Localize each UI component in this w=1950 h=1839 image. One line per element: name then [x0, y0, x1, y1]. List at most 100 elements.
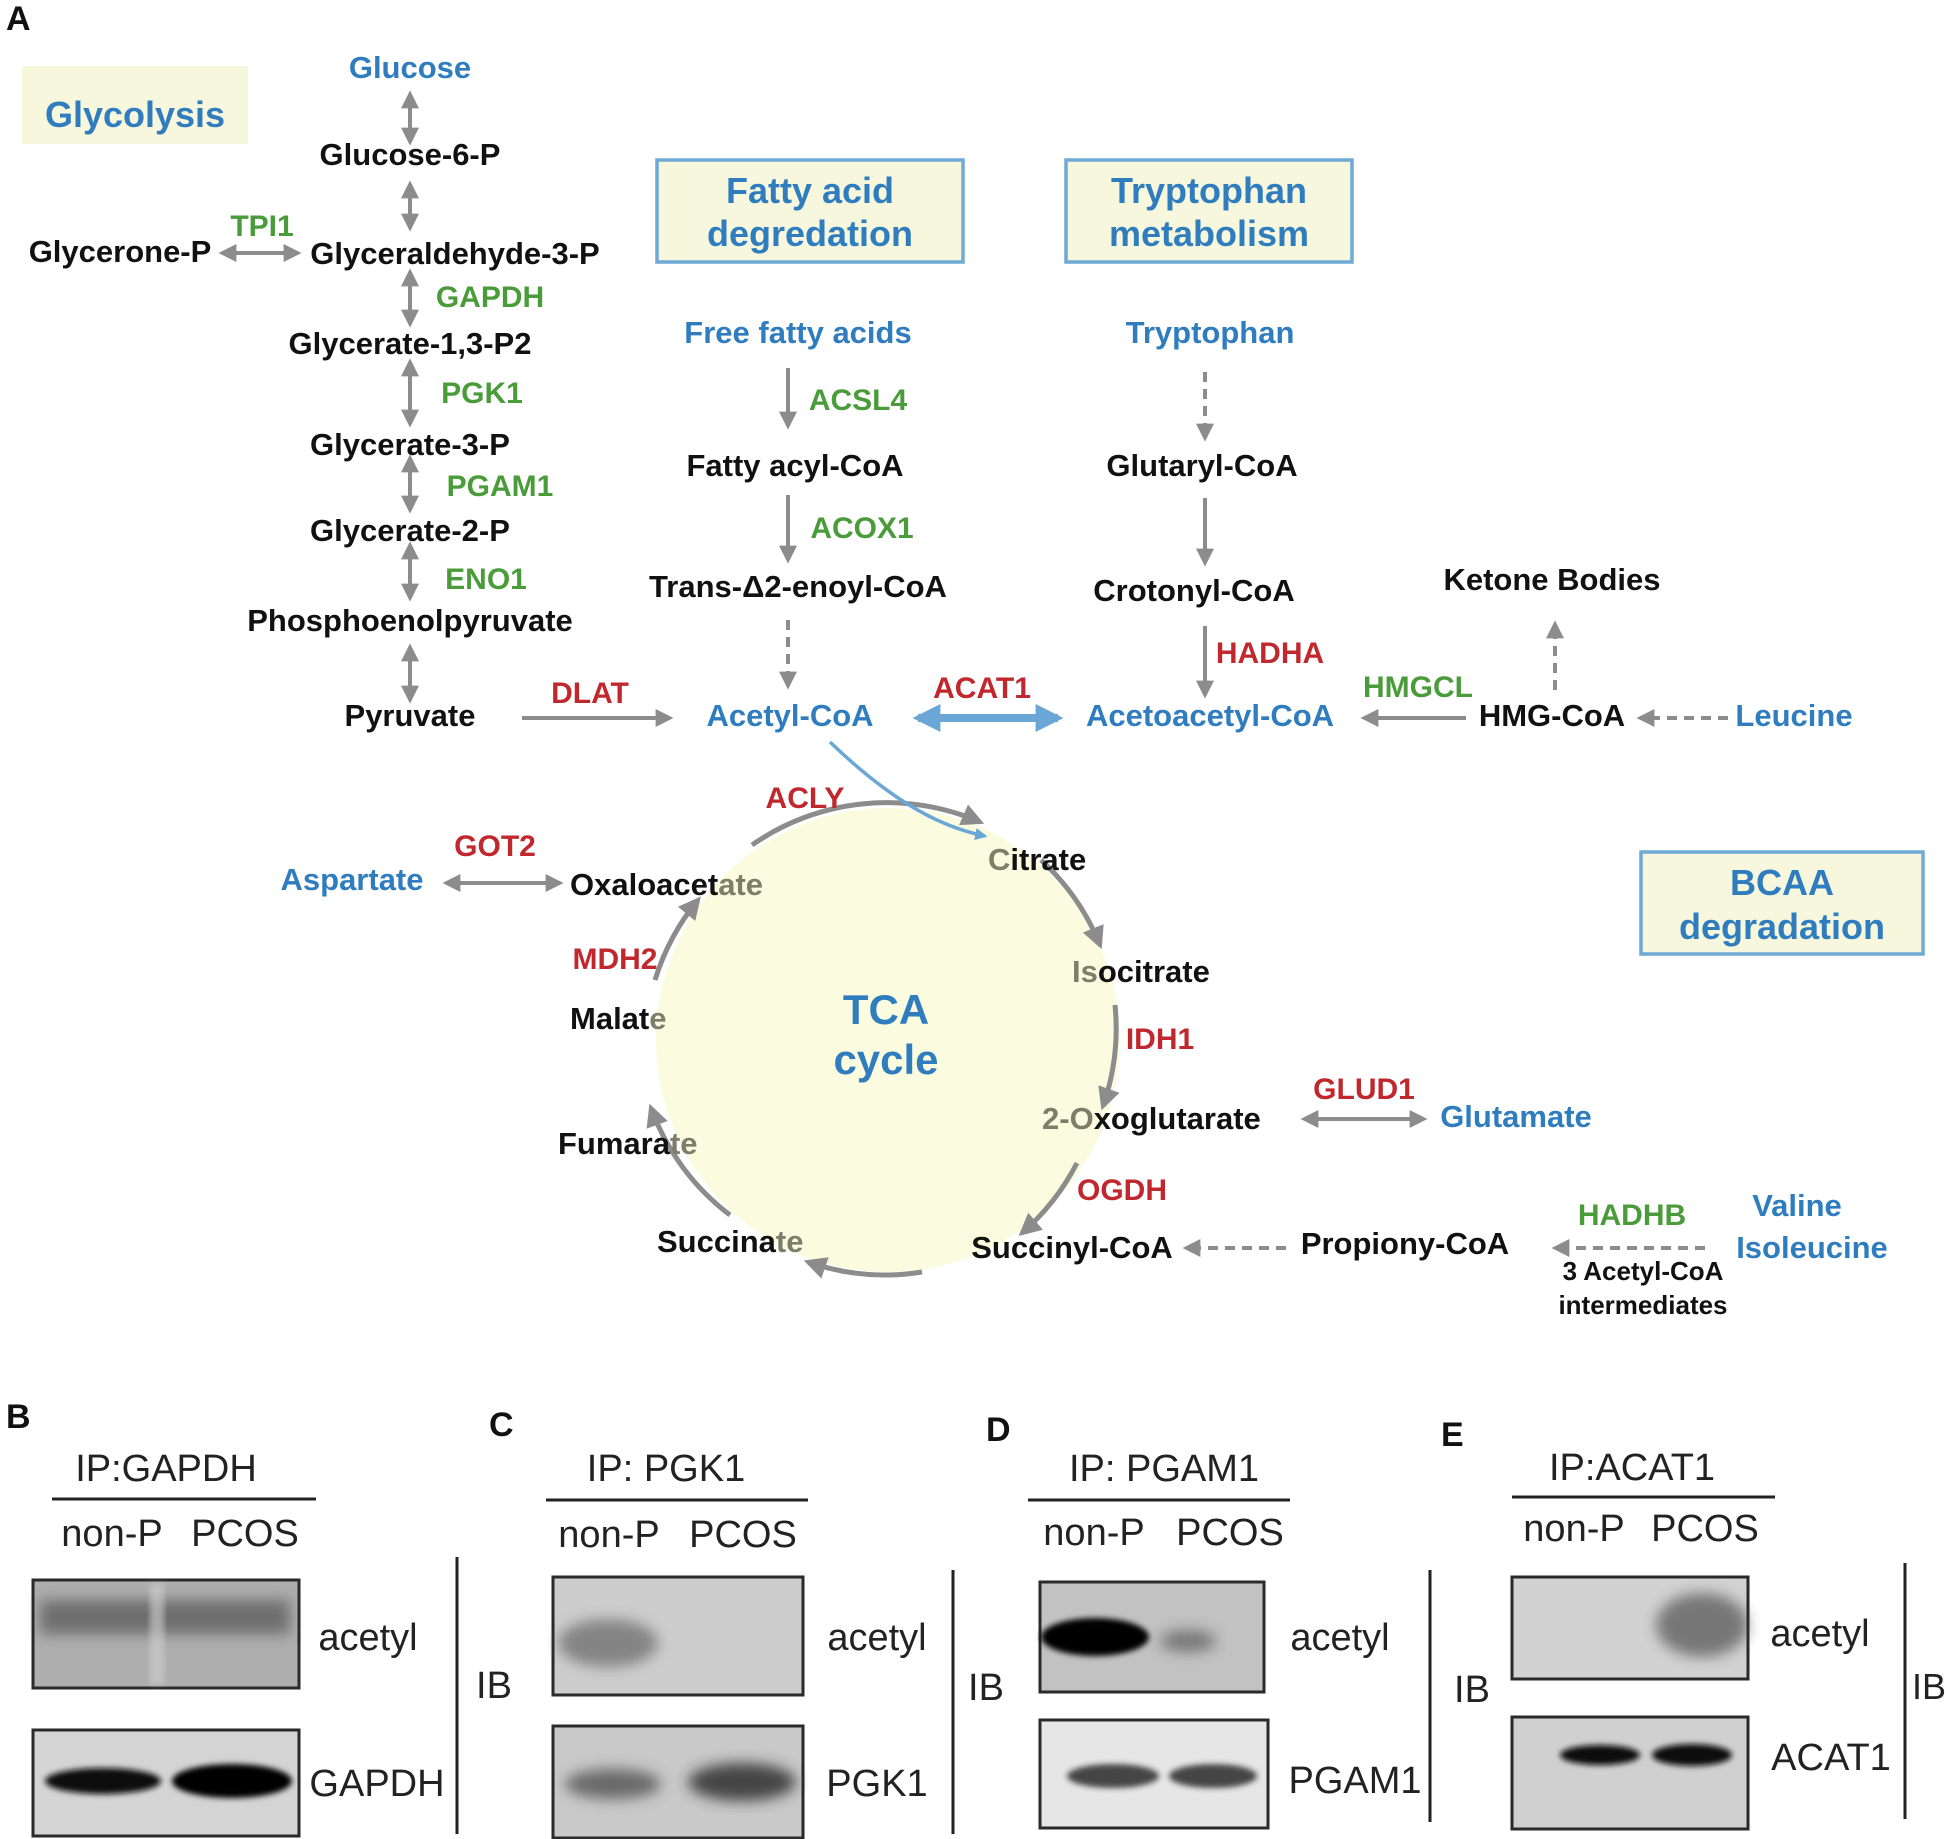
ip-label-b: IP:GAPDH — [75, 1448, 257, 1490]
ib-label-b: IB — [476, 1665, 512, 1707]
tca-title-1: TCA — [843, 986, 929, 1033]
label-propiony-coa: Propiony-CoA — [1301, 1226, 1509, 1261]
tca-arc-malate-oxaloacetate — [652, 896, 701, 981]
ib-label-d: IB — [1454, 1669, 1490, 1711]
ip-label-e: IP:ACAT1 — [1549, 1447, 1715, 1489]
enzyme-hadhb: HADHB — [1578, 1199, 1686, 1232]
bcaa-title-2: degradation — [1679, 906, 1885, 947]
label-valine: Valine — [1752, 1188, 1842, 1223]
enzyme-hadha: HADHA — [1216, 637, 1324, 670]
label-pyruvate: Pyruvate — [345, 698, 476, 733]
label-acetyl-coa: Acetyl-CoA — [706, 698, 873, 733]
enzyme-glud1: GLUD1 — [1313, 1073, 1415, 1106]
band-e-acetyl-2 — [1656, 1593, 1748, 1657]
label-acetoacetyl-coa: Acetoacetyl-CoA — [1086, 698, 1334, 733]
label-glycerate-13p2: Glycerate-1,3-P2 — [289, 326, 532, 361]
band-c-pgk1-2 — [688, 1763, 796, 1801]
arrow-acetyl-citrate — [828, 740, 988, 841]
label-fatty-acyl-coa: Fatty acyl-CoA — [686, 448, 903, 483]
enzyme-pgam1: PGAM1 — [447, 470, 554, 503]
panel-label-c: C — [489, 1406, 514, 1444]
blot-label-c-bottom: PGK1 — [826, 1763, 927, 1805]
enzyme-acly: ACLY — [766, 782, 845, 815]
bcaa-box — [1639, 850, 1925, 956]
label-hmg-coa: HMG-CoA — [1479, 698, 1625, 733]
label-intermediates-1: 3 Acetyl-CoA — [1563, 1256, 1724, 1286]
band-d-pgam1-1 — [1067, 1764, 1159, 1788]
tca-arc-succinate-fumarate — [646, 1103, 732, 1217]
label-glycerate-2p: Glycerate-2-P — [310, 513, 510, 548]
label-glucose: Glucose — [349, 50, 471, 85]
enzyme-acox1: ACOX1 — [810, 512, 913, 545]
blot-panel-c: C IP: PGK1 non-P PCOS acetyl PGK1 IB — [489, 1406, 1004, 1839]
blot-label-d-bottom: PGAM1 — [1288, 1760, 1421, 1802]
label-glyceraldehyde-3p: Glyceraldehyde-3-P — [310, 236, 599, 271]
blot-label-b-bottom: GAPDH — [309, 1763, 444, 1805]
label-glycerone-p: Glycerone-P — [29, 234, 212, 269]
label-isoleucine: Isoleucine — [1736, 1230, 1888, 1265]
tryptophan-title-1: Tryptophan — [1111, 170, 1307, 211]
tca-circle — [656, 808, 1120, 1272]
label-aspartate: Aspartate — [281, 862, 424, 897]
label-oxaloacetate: Oxaloacetate — [570, 867, 763, 902]
enzyme-acat1: ACAT1 — [933, 672, 1031, 705]
band-d-pgam1-2 — [1169, 1764, 1257, 1788]
label-free-fatty-acids: Free fatty acids — [684, 315, 911, 350]
label-malate: Malate — [570, 1001, 667, 1036]
band-b-gapdh-1 — [45, 1768, 161, 1794]
panel-label-b: B — [6, 1398, 31, 1436]
glycolysis-title: Glycolysis — [45, 94, 225, 135]
enzyme-hmgcl: HMGCL — [1363, 671, 1473, 704]
lane-label-b-1: non-P — [61, 1513, 162, 1555]
lane-label-b-2: PCOS — [191, 1513, 299, 1555]
bcaa-title-1: BCAA — [1730, 862, 1834, 903]
label-crotonyl-coa: Crotonyl-CoA — [1093, 573, 1294, 608]
ip-label-d: IP: PGAM1 — [1069, 1448, 1259, 1490]
lane-label-c-1: non-P — [558, 1514, 659, 1556]
enzyme-idh1: IDH1 — [1126, 1023, 1194, 1056]
band-e-acat1-2 — [1652, 1744, 1732, 1766]
enzyme-tpi1: TPI1 — [230, 210, 293, 243]
label-phosphoenolpyruvate: Phosphoenolpyruvate — [247, 603, 573, 638]
band-d-acetyl-2 — [1160, 1630, 1216, 1652]
band-b-gapdh-2 — [172, 1764, 292, 1798]
tca-arc-succinyl-succinate — [803, 1257, 923, 1279]
blot-label-c-top: acetyl — [827, 1617, 926, 1659]
label-succinate: Succinate — [657, 1224, 803, 1259]
fatty-acid-title-1: Fatty acid — [726, 170, 894, 211]
label-glycerate-3p: Glycerate-3-P — [310, 427, 510, 462]
band-c-acetyl-1 — [558, 1619, 658, 1667]
band-b-acetyl-1 — [40, 1600, 290, 1634]
enzyme-pgk1: PGK1 — [441, 377, 523, 410]
label-isocitrate: Isocitrate — [1072, 954, 1210, 989]
blot-panel-e: E IP:ACAT1 non-P PCOS acetyl ACAT1 IB — [1441, 1416, 1946, 1831]
lane-label-d-2: PCOS — [1176, 1512, 1284, 1554]
band-c-pgk1-1 — [565, 1769, 661, 1799]
blot-label-e-top: acetyl — [1770, 1613, 1869, 1655]
label-glutaryl-coa: Glutaryl-CoA — [1106, 448, 1297, 483]
band-d-acetyl-1 — [1041, 1618, 1149, 1656]
label-trans-enoyl-coa: Trans-Δ2-enoyl-CoA — [649, 569, 947, 604]
tca-arc-citrate-isocitrate — [1039, 858, 1104, 950]
blot-label-b-top: acetyl — [318, 1617, 417, 1659]
label-tryptophan: Tryptophan — [1126, 315, 1295, 350]
label-citrate: Citrate — [988, 842, 1086, 877]
tryptophan-title-2: metabolism — [1109, 213, 1309, 254]
label-ketone-bodies: Ketone Bodies — [1443, 562, 1660, 597]
ip-label-c: IP: PGK1 — [587, 1448, 745, 1490]
label-glucose-6p: Glucose-6-P — [320, 137, 501, 172]
panel-label-d: D — [986, 1411, 1011, 1449]
tryptophan-box — [1064, 158, 1354, 264]
enzyme-dlat: DLAT — [551, 677, 629, 710]
enzyme-gapdh: GAPDH — [436, 281, 544, 314]
tca-arc-oxoglutarate-succinyl — [1018, 1161, 1080, 1236]
tca-title-2: cycle — [833, 1036, 938, 1083]
label-intermediates-2: intermediates — [1558, 1290, 1727, 1320]
enzyme-mdh2: MDH2 — [572, 943, 657, 976]
blot-label-d-top: acetyl — [1290, 1617, 1389, 1659]
panel-label-a: A — [6, 0, 31, 38]
blot-panel-d: D IP: PGAM1 non-P PCOS acetyl PGAM1 IB — [986, 1411, 1490, 1830]
tca-arc-isocitrate-oxoglutarate — [1098, 1004, 1120, 1111]
lane-label-e-1: non-P — [1523, 1508, 1624, 1550]
